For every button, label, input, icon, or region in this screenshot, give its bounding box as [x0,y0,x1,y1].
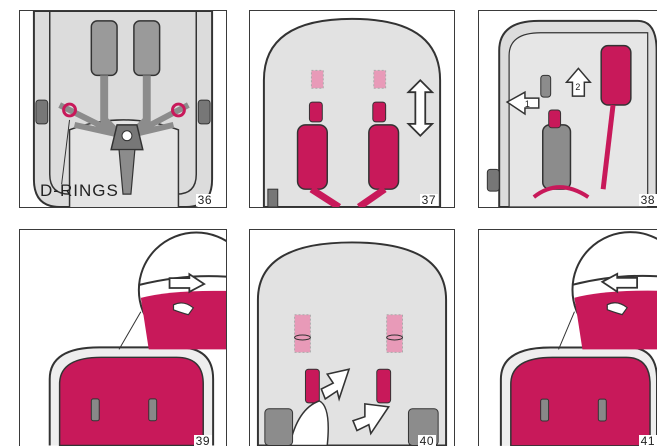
shoulder-height-adjust-illustration [262,17,442,207]
step-panel-38: 1 2 38 [478,10,657,208]
step-number: 39 [193,434,212,446]
step-panel-40: 40 [249,229,455,446]
step-panel-36: D-RINGS 36 [19,10,227,208]
step-number: 37 [419,193,438,207]
step-arrow-2-label: 2 [575,82,580,92]
step-panel-37: 37 [249,10,455,208]
step-arrow-1-label: 1 [525,99,530,109]
remove-shoulder-pad-illustration: 1 2 [486,19,657,207]
step-number: 41 [638,434,657,446]
step-number: 38 [638,193,657,207]
thread-straps-illustration [256,241,448,446]
step-panel-41: 41 [478,229,657,446]
seat-liner-untuck-illustration [499,231,657,446]
step-panel-39: 39 [19,229,227,446]
step-number: 40 [417,434,436,446]
harness-overview-illustration [32,11,214,207]
d-rings-label: D-RINGS [40,181,119,200]
seat-liner-tuck-illustration [48,231,226,446]
step-number: 36 [195,193,214,207]
